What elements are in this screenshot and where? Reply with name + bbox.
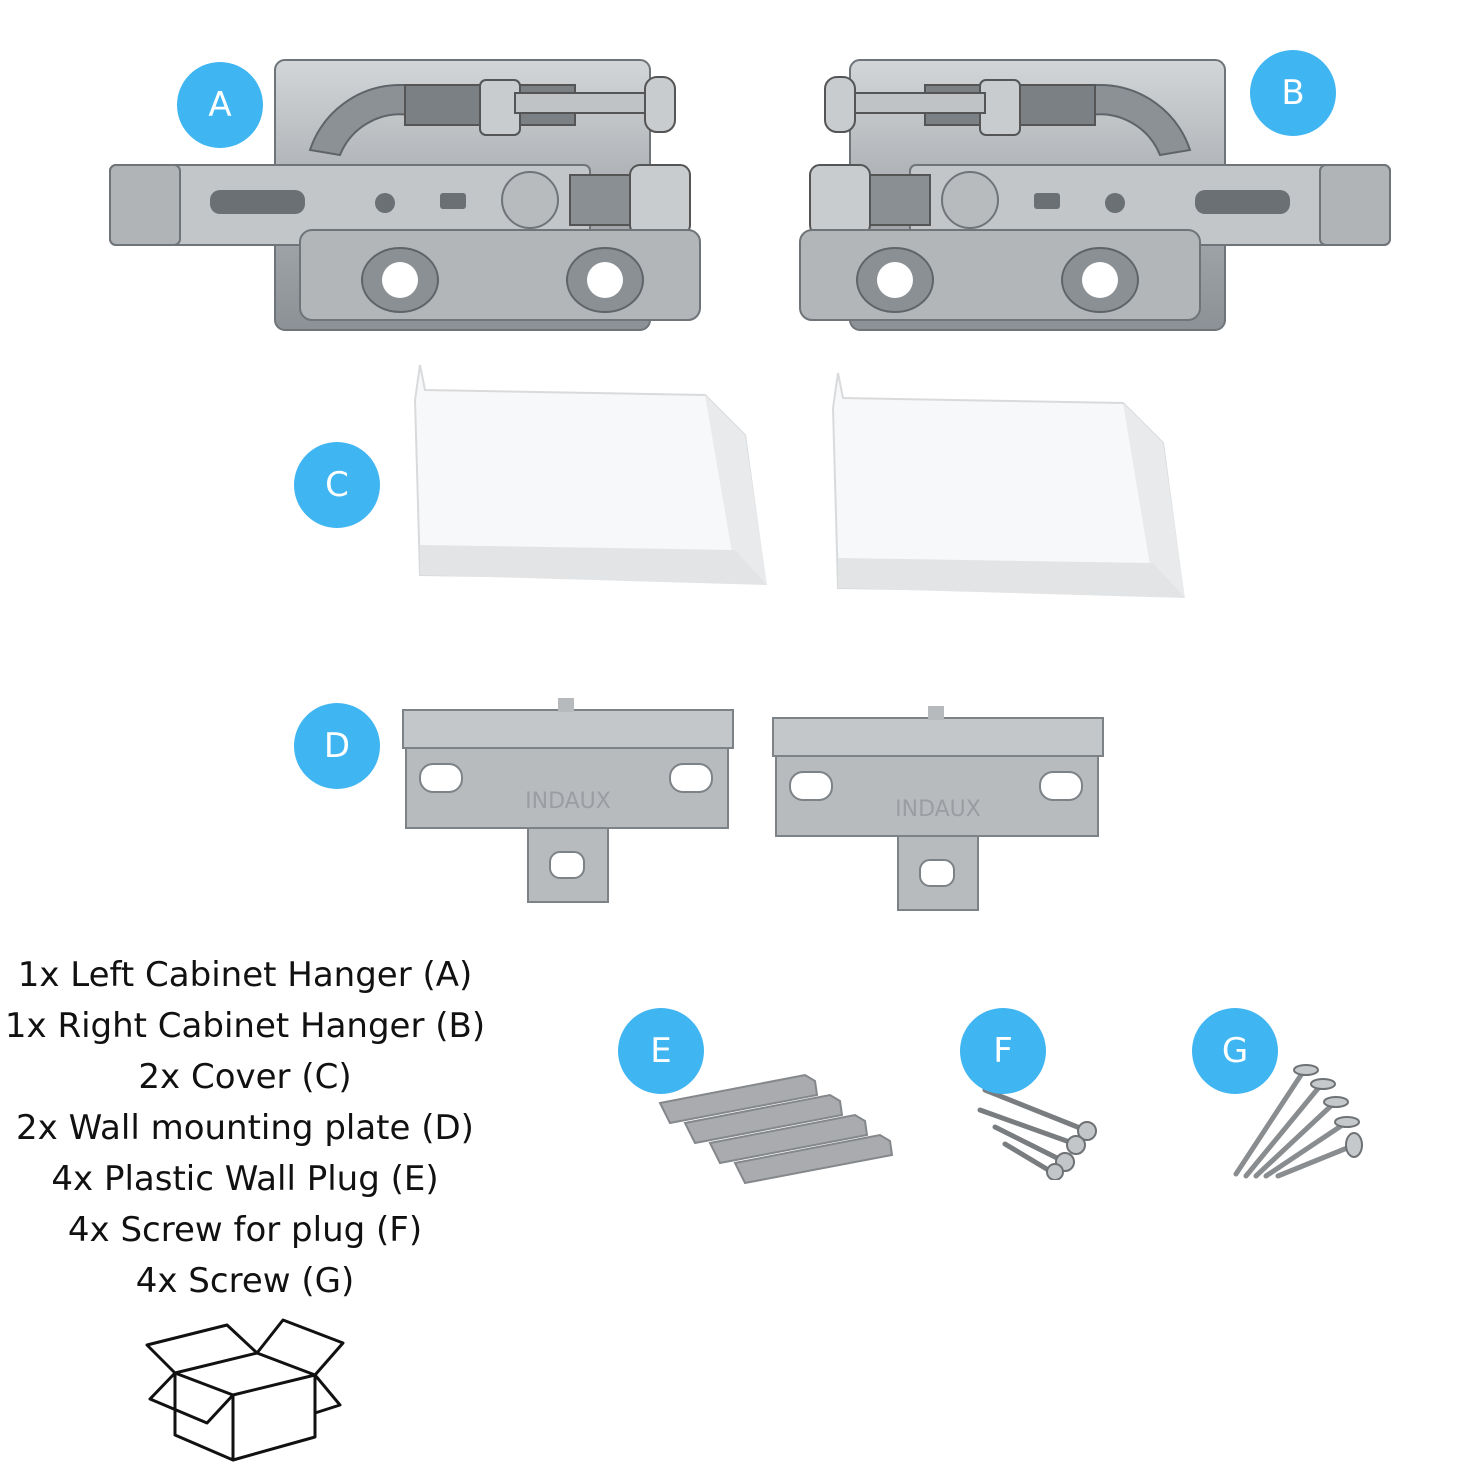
contents-item: 1x Right Cabinet Hanger (B) bbox=[4, 1006, 486, 1046]
contents-item: 2x Wall mounting plate (D) bbox=[16, 1108, 474, 1148]
screws-image bbox=[1233, 1064, 1363, 1179]
contents-list: 1x Left Cabinet Hanger (A) 1x Right Cabi… bbox=[0, 950, 490, 1307]
contents-item: 4x Screw for plug (F) bbox=[67, 1210, 423, 1250]
badge-f: F bbox=[960, 1008, 1046, 1094]
wall-plugs-image bbox=[658, 1073, 894, 1185]
badge-b: B bbox=[1250, 50, 1336, 136]
plate-brand-label: INDAUX bbox=[895, 797, 981, 822]
wall-mounting-plates-image: INDAUX INDAUX bbox=[402, 698, 1104, 911]
badge-c: C bbox=[294, 442, 380, 528]
open-box-icon bbox=[145, 1318, 345, 1462]
contents-item: 4x Plastic Wall Plug (E) bbox=[51, 1159, 439, 1199]
left-cabinet-hanger-image bbox=[109, 59, 701, 331]
badge-e: E bbox=[618, 1008, 704, 1094]
contents-item: 2x Cover (C) bbox=[138, 1057, 352, 1097]
covers-image bbox=[413, 364, 1185, 598]
badge-a: A bbox=[177, 62, 263, 148]
right-cabinet-hanger-image bbox=[799, 59, 1391, 331]
badge-g: G bbox=[1192, 1008, 1278, 1094]
plug-screws-image bbox=[977, 1087, 1097, 1180]
contents-item: 1x Left Cabinet Hanger (A) bbox=[17, 955, 473, 995]
plate-brand-label: INDAUX bbox=[525, 789, 611, 814]
contents-item: 4x Screw (G) bbox=[135, 1261, 355, 1301]
badge-d: D bbox=[294, 703, 380, 789]
